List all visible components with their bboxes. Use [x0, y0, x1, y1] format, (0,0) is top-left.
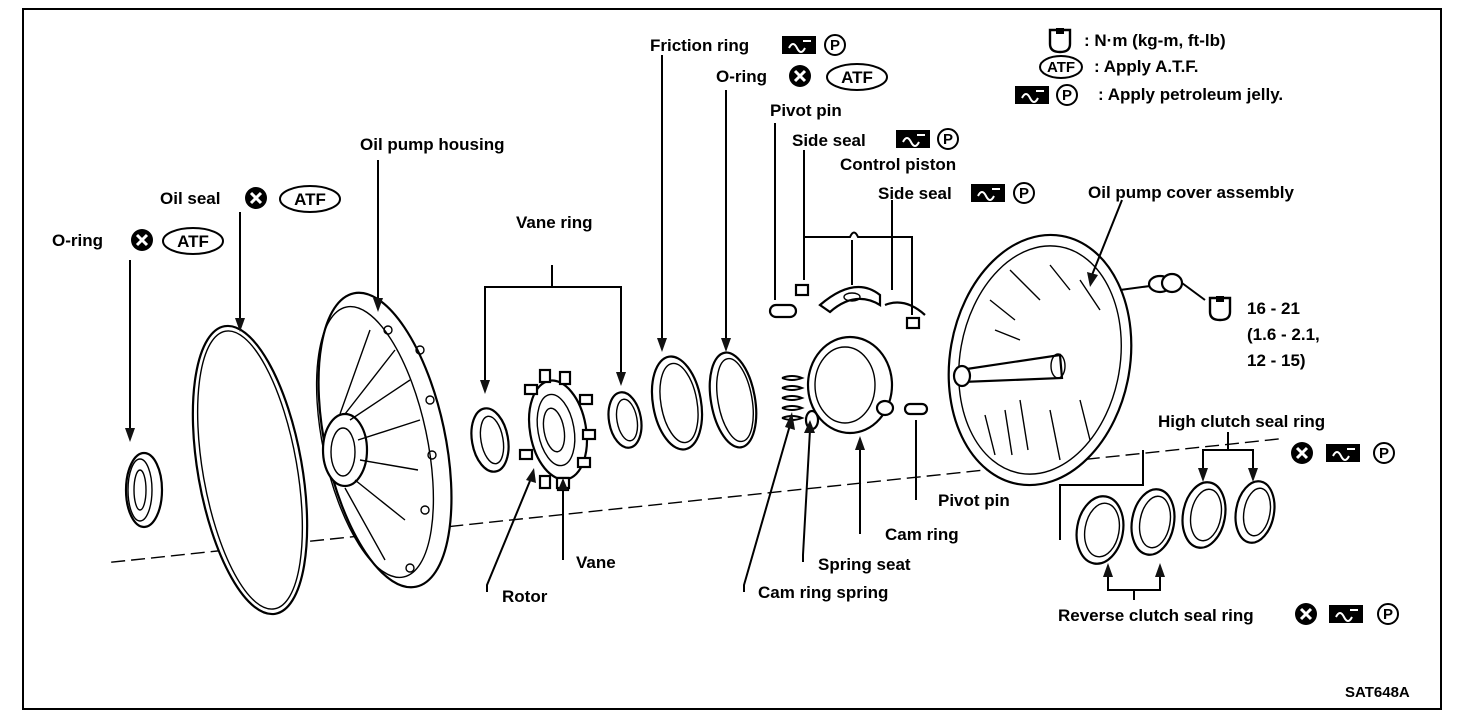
svg-text:ATF: ATF: [841, 68, 873, 87]
svg-text:P: P: [1019, 185, 1029, 202]
p-icon: P: [1377, 603, 1399, 625]
atf-badge: ATF: [162, 227, 224, 255]
side-seal-1-label: Side seal: [792, 131, 866, 150]
oil-seal-label: Oil seal: [160, 189, 220, 208]
svg-text:ATF: ATF: [177, 232, 209, 251]
x-icon: [243, 185, 269, 211]
oil-pump-housing-part: [315, 291, 453, 589]
svg-text:ATF: ATF: [1047, 59, 1075, 76]
pivot-pin-bottom-part: [903, 402, 929, 416]
vane-ring-label: Vane ring: [516, 213, 593, 232]
vane-ring-2-part: [607, 391, 643, 449]
high-clutch-seal-ring-2-part: [1234, 480, 1276, 544]
jelly-icon: [1325, 443, 1361, 463]
atf-badge: ATF: [826, 63, 888, 91]
o-ring-top-part: [708, 351, 758, 449]
side-seal-1-part: [794, 283, 810, 297]
side-seal-2-leader: [891, 200, 913, 315]
friction-ring-part: [650, 355, 704, 451]
vane-label: Vane: [576, 553, 616, 572]
side-seal-2-label: Side seal: [878, 184, 952, 203]
control-piston-label: Control piston: [840, 155, 956, 174]
cam-ring-spring-part: [781, 375, 805, 421]
cam-ring-spring-label: Cam ring spring: [758, 583, 888, 602]
jelly-icon: [781, 35, 817, 55]
oil-pump-housing-label: Oil pump housing: [360, 135, 504, 154]
torque-value-3: 12 - 15): [1247, 351, 1306, 370]
diagram-frame: [22, 8, 1442, 710]
reverse-clutch-leader: [1107, 575, 1161, 600]
cam-ring-label: Cam ring: [885, 525, 959, 544]
jelly-icon: [1328, 604, 1364, 624]
svg-text:ATF: ATF: [294, 190, 326, 209]
pivot-pin-bottom-label: Pivot pin: [938, 491, 1010, 510]
o-ring-left-label: O-ring: [52, 231, 103, 250]
vane-ring-leader: [484, 265, 622, 380]
oil-pump-cover-label: Oil pump cover assembly: [1088, 183, 1295, 202]
rotor-leader: [486, 475, 533, 592]
p-icon: P: [824, 34, 846, 56]
control-piston-part: [818, 285, 882, 314]
oil-seal-part: [191, 324, 309, 616]
torque-value-1: 16 - 21: [1247, 299, 1300, 318]
figure-code: SAT648A: [1345, 684, 1410, 701]
spring-seat-leader: [802, 429, 811, 562]
cam-ring-part: [806, 335, 895, 435]
reverse-clutch-label: Reverse clutch seal ring: [1058, 606, 1254, 625]
cover-leader: [1091, 199, 1123, 276]
legend-atf-text: : Apply A.T.F.: [1094, 57, 1199, 76]
p-icon: P: [1013, 182, 1035, 204]
rotor-part: [518, 368, 597, 492]
legend-jelly-text: : Apply petroleum jelly.: [1098, 85, 1283, 104]
x-icon: [1293, 601, 1319, 627]
p-icon: P: [1056, 84, 1078, 106]
side-seal-2-part: [884, 301, 926, 330]
svg-text:P: P: [943, 131, 953, 148]
atf-icon: ATF: [1039, 55, 1083, 79]
svg-text:P: P: [1379, 445, 1389, 462]
pivot-pin-top-part: [768, 303, 798, 319]
pivot-pin-top-label: Pivot pin: [770, 101, 842, 120]
p-icon: P: [937, 128, 959, 150]
high-clutch-leader: [1202, 432, 1254, 470]
x-icon: [787, 63, 813, 89]
high-clutch-label: High clutch seal ring: [1158, 412, 1325, 431]
torque-value-2: (1.6 - 2.1,: [1247, 325, 1320, 344]
legend: : N·m (kg-m, ft-lb) ATF : Apply A.T.F. P…: [1014, 26, 1283, 106]
control-piston-leader: [805, 231, 892, 285]
cover-to-rings-leader: [1059, 450, 1144, 540]
legend-torque-text: : N·m (kg-m, ft-lb): [1084, 31, 1226, 50]
atf-badge: ATF: [279, 185, 341, 213]
p-icon: P: [1373, 442, 1395, 464]
torque-icon: [1048, 26, 1072, 54]
cam-ring-spring-leader: [743, 424, 791, 592]
jelly-icon: [1014, 85, 1050, 105]
reverse-clutch-seal-ring-2-part: [1130, 488, 1176, 556]
reverse-clutch-seal-ring-1-part: [1075, 495, 1125, 565]
svg-text:P: P: [1062, 87, 1072, 104]
rotor-label: Rotor: [502, 587, 548, 606]
torque-icon: [1208, 294, 1232, 322]
o-ring-top-label: O-ring: [716, 67, 767, 86]
svg-text:P: P: [830, 37, 840, 54]
oil-pump-cover-part: [947, 233, 1133, 487]
x-icon: [1289, 440, 1315, 466]
high-clutch-seal-ring-1-part: [1181, 481, 1227, 549]
vane-ring-1-part: [470, 407, 510, 473]
jelly-icon: [895, 129, 931, 149]
spring-seat-label: Spring seat: [818, 555, 911, 574]
x-icon: [129, 227, 155, 253]
o-ring-left-part: [124, 451, 164, 529]
svg-text:P: P: [1383, 606, 1393, 623]
friction-ring-label: Friction ring: [650, 36, 749, 55]
jelly-icon: [970, 183, 1006, 203]
bolt-part: [1119, 272, 1206, 301]
